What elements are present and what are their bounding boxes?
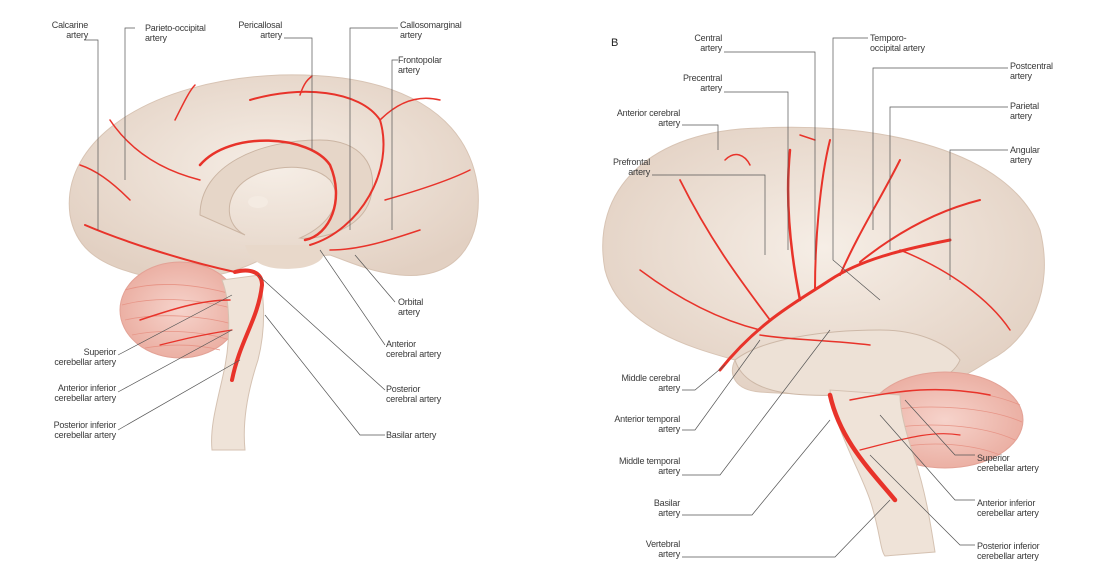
brainstem [829, 389, 936, 557]
label-line: Posterior [386, 384, 421, 394]
medial-brain [68, 27, 479, 451]
label-line: Posterior inferior [53, 420, 117, 430]
label-line: occipital artery [870, 43, 925, 53]
label-line: Anterior [386, 339, 416, 349]
label-line: Angular [1010, 145, 1040, 155]
arteries-medial [79, 75, 471, 382]
label-line: Calcarine [51, 20, 88, 30]
label-line: artery [398, 307, 420, 317]
label-line: Pericallosal [238, 20, 282, 30]
label-line: cerebellar artery [977, 508, 1039, 518]
label-line: artery [1010, 71, 1032, 81]
label-line: artery [628, 167, 650, 177]
label-line: artery [66, 30, 88, 40]
label-line: artery [260, 30, 282, 40]
label-line: artery [400, 30, 422, 40]
arteries-lateral [639, 134, 1011, 503]
label-line: artery [398, 65, 420, 75]
label-line: artery [658, 466, 680, 476]
label-line: artery [1010, 155, 1032, 165]
label-line: artery [1010, 111, 1032, 121]
label-line: Orbital [398, 297, 424, 307]
label-line: Callosomarginal [400, 20, 462, 30]
label-line: Parietal [1010, 101, 1039, 111]
label-line: Precentral [682, 73, 722, 83]
label-temporo-occipital-artery: Temporo-occipital artery [870, 33, 925, 53]
label-line: artery [658, 424, 680, 434]
label-line: Anterior cerebral [616, 108, 680, 118]
label-line: artery [700, 43, 722, 53]
label-line: Frontopolar [398, 55, 442, 65]
label-line: cerebellar artery [977, 551, 1039, 561]
label-line: cerebral artery [386, 394, 442, 404]
label-line: artery [145, 33, 167, 43]
label-line: artery [658, 383, 680, 393]
leader-lines-a [84, 27, 398, 436]
label-line: Middle temporal [618, 456, 680, 466]
label-line: Anterior temporal [614, 414, 680, 424]
label-line: Anterior inferior [977, 498, 1036, 508]
label-line: cerebellar artery [54, 357, 116, 367]
label-line: Middle cerebral [621, 373, 680, 383]
label-line: artery [658, 508, 680, 518]
cerebellum [119, 261, 241, 359]
label-line: Central [694, 33, 722, 43]
label-line: cerebellar artery [977, 463, 1039, 473]
label-line: Basilar [653, 498, 680, 508]
label-line: Superior [83, 347, 117, 357]
label-line: Posterior inferior [977, 541, 1040, 551]
leader-lines-b [652, 37, 1008, 558]
label-line: Superior [977, 453, 1010, 463]
lateral-brain [602, 37, 1045, 558]
label-line: cerebral artery [386, 349, 442, 359]
label-line: Temporo- [870, 33, 907, 43]
label-line: Postcentral [1010, 61, 1053, 71]
label-line: cerebellar artery [54, 393, 116, 403]
panel-letter: B [611, 37, 619, 49]
label-line: artery [658, 549, 680, 559]
label-line: Basilar artery [386, 430, 437, 440]
label-line: artery [658, 118, 680, 128]
label-line: Prefrontal [612, 157, 650, 167]
label-line: cerebellar artery [54, 430, 116, 440]
label-line: Anterior inferior [57, 383, 116, 393]
label-line: Vertebral [645, 539, 680, 549]
label-basilar-artery: Basilar artery [386, 430, 436, 440]
label-line: Parieto-occipital [145, 23, 206, 33]
label-line: artery [700, 83, 722, 93]
